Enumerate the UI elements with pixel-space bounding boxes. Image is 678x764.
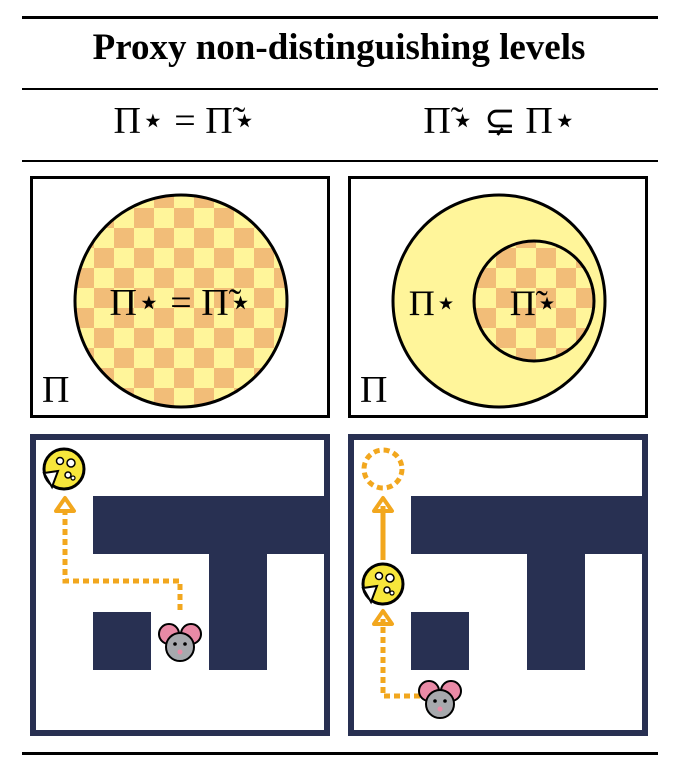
bottom-rule (22, 752, 658, 755)
maze-panel-left (30, 434, 330, 736)
path-arrowhead (54, 496, 76, 513)
maze-walls (411, 496, 646, 670)
proxy-optimal-set-circle (472, 239, 596, 363)
maze-walls (93, 496, 328, 670)
maze-panel-right (348, 434, 648, 736)
cheese-icon (42, 447, 86, 491)
venn-outer-label: Π⋆ (409, 283, 458, 323)
column-header-right: Π̃⋆ ⊊ Π⋆ (423, 100, 577, 142)
venn-panel-equal: Π⋆ = Π̃⋆ Π (30, 176, 330, 418)
venn-inner-label: Π̃⋆ (510, 283, 559, 323)
column-header-left: Π⋆ = Π̃⋆ (113, 100, 257, 142)
venn-panel-subset: Π⋆ Π̃⋆ Π (348, 176, 648, 418)
mouse-icon (418, 680, 462, 719)
venn-corner-label: Π (360, 369, 387, 411)
cheese-icon (361, 562, 405, 606)
mouse-icon (158, 623, 202, 662)
optimal-set-circle (73, 193, 289, 409)
agent-path (380, 619, 420, 699)
agent-path (62, 506, 183, 610)
header-rule (22, 160, 658, 162)
venn-corner-label: Π (42, 369, 69, 411)
title-rule (22, 88, 658, 90)
maze-frame (30, 434, 330, 736)
top-rule (22, 16, 658, 19)
path-arrowhead (372, 496, 394, 513)
venn-inner-label: Π⋆ = Π̃⋆ (110, 282, 253, 324)
page-title: Proxy non-distinguishing levels (92, 27, 586, 68)
cheese-outline-icon (361, 447, 405, 491)
path-arrowhead (372, 609, 394, 626)
